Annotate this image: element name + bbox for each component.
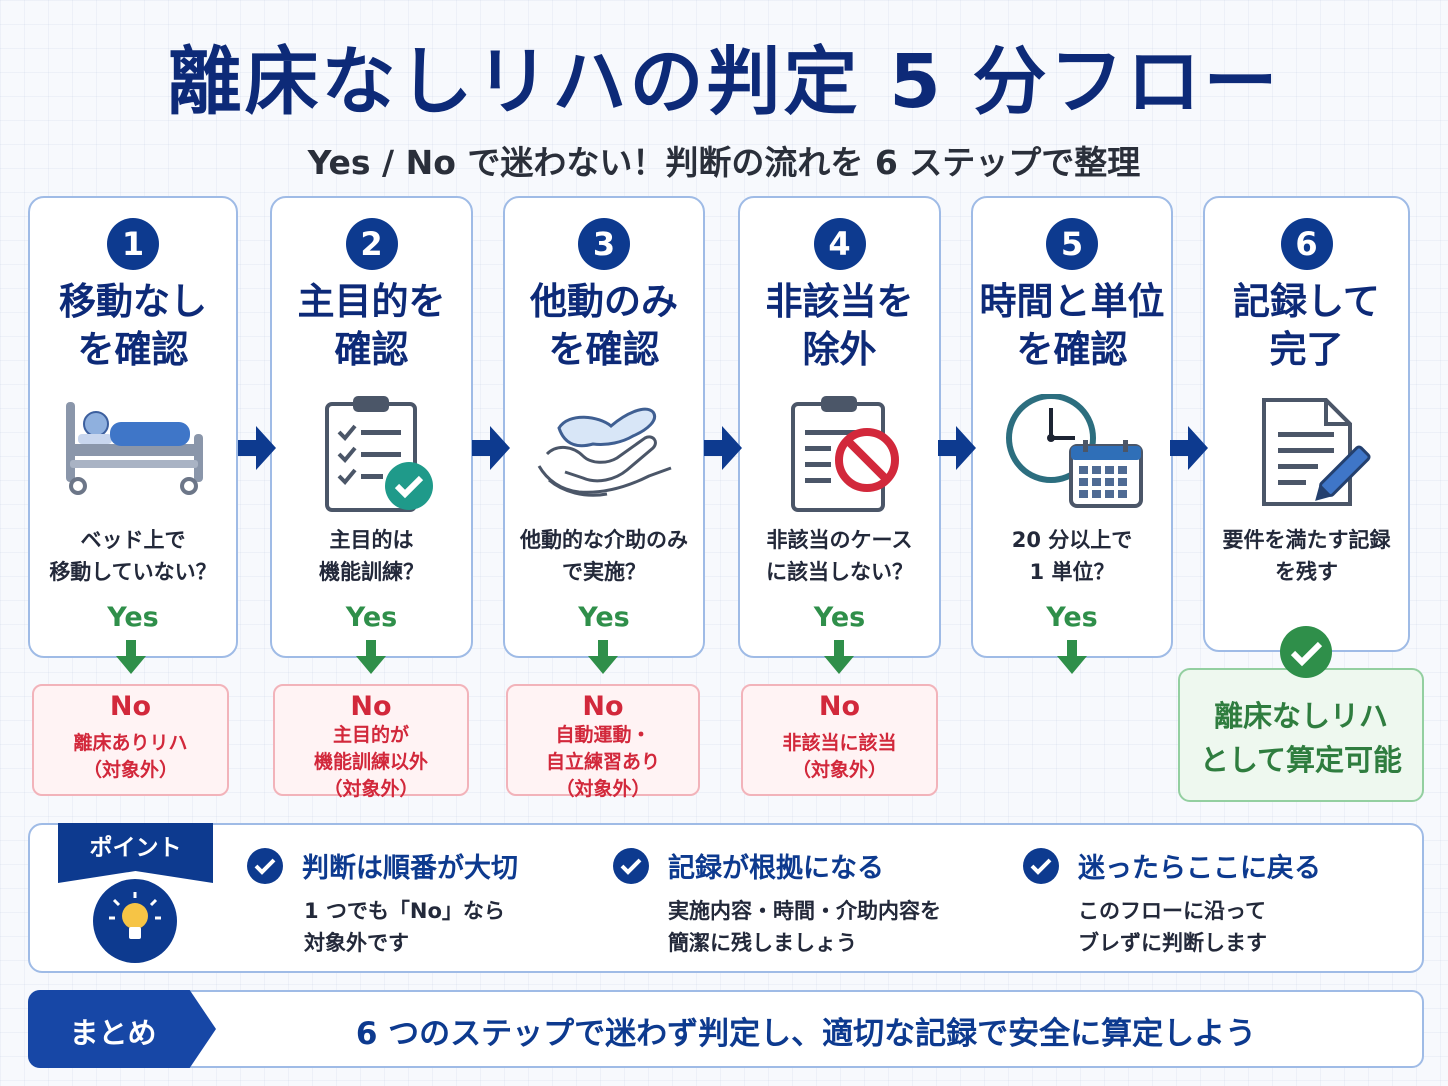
step-question: 非該当のケース に該当しない？ <box>766 528 913 584</box>
no-outcome-text: 自動運動・ 自立練習あり （対象外） <box>545 724 660 800</box>
no-label: No <box>350 691 392 722</box>
no-outcome-box: No 離床ありリハ （対象外） <box>32 684 229 796</box>
summary-tag <box>28 990 216 1068</box>
step-question: 20 分以上で 1 単位？ <box>1011 528 1133 584</box>
point-heading: 判断は順番が大切 <box>302 853 518 884</box>
check-circle-icon <box>247 848 283 884</box>
down-arrow-icon <box>356 640 386 674</box>
step-number-badge: 1 <box>107 218 159 270</box>
down-arrow-icon <box>116 640 146 674</box>
point-heading: 記録が根拠になる <box>668 853 884 884</box>
no-outcome-text: 離床ありリハ （対象外） <box>73 732 188 781</box>
step-title: 他動のみ を確認 <box>530 280 678 371</box>
point-body: 1 つでも「No」なら 対象外です <box>304 899 505 955</box>
yes-label: Yes <box>813 602 866 633</box>
step-title: 時間と単位 を確認 <box>979 280 1165 371</box>
flow-arrow-icon <box>1170 426 1208 470</box>
step-number-badge: 4 <box>813 218 866 270</box>
point-body: このフローに沿って ブレずに判断します <box>1078 899 1267 955</box>
no-outcome-box: No 自動運動・ 自立練習あり （対象外） <box>506 684 700 800</box>
point-tag-label: ポイント <box>89 835 182 861</box>
yes-label: Yes <box>345 602 398 633</box>
no-outcome-text: 主目的が 機能訓練以外 （対象外） <box>313 724 428 800</box>
check-circle-icon <box>1280 626 1332 678</box>
step-card-6: 6 記録して 完了 要件を満たす記録 を残す <box>1203 196 1410 652</box>
down-arrow-icon <box>824 640 854 674</box>
no-label: No <box>582 691 624 722</box>
yes-label: Yes <box>1046 602 1098 633</box>
step-card-3: 3 他動のみ を確認 他動的な介助のみ で実施？ Yes <box>503 196 705 658</box>
clipboard-check-icon <box>324 396 433 512</box>
summary-text: 6 つのステップで迷わず判定し、適切な記録で安全に算定しよう <box>355 1016 1257 1052</box>
down-arrow-icon <box>1057 640 1087 674</box>
step-title: 移動なし を確認 <box>59 280 207 371</box>
summary-tag-label: まとめ <box>69 1016 157 1050</box>
point-panel <box>28 823 1424 973</box>
no-label: No <box>109 691 152 722</box>
flow-arrow-icon <box>472 426 510 470</box>
step-number-badge: 2 <box>345 218 398 270</box>
no-outcome-text: 非該当に該当 （対象外） <box>782 732 897 781</box>
step-title: 記録して 完了 <box>1233 280 1380 371</box>
check-circle-icon <box>613 848 649 884</box>
step-title: 非該当を 除外 <box>765 280 914 371</box>
step-number-badge: 3 <box>578 218 630 270</box>
yes-label: Yes <box>578 602 630 633</box>
check-circle-icon <box>1023 848 1059 884</box>
step-question: 主目的は 機能訓練？ <box>319 528 424 584</box>
assist-hands-icon <box>537 407 672 497</box>
result-box: 離床なしリハ として算定可能 <box>1178 668 1424 802</box>
step-number-badge: 6 <box>1280 218 1333 270</box>
no-label: No <box>818 691 861 722</box>
clock-calendar-icon <box>1006 394 1143 508</box>
step-question: 要件を満たす記録 を残す <box>1222 528 1391 584</box>
step-card-5: 5 時間と単位 を確認 20 分以上で 1 単位？ Yes <box>971 196 1173 658</box>
summary-panel <box>28 990 1424 1068</box>
down-arrow-icon <box>588 640 618 674</box>
step-number-badge: 5 <box>1046 218 1098 270</box>
bed-icon <box>66 402 203 495</box>
flow-arrow-icon <box>704 426 742 470</box>
document-prohibited-icon <box>790 396 899 512</box>
lightbulb-icon <box>93 879 177 963</box>
no-outcome-box: No 非該当に該当 （対象外） <box>741 684 938 796</box>
step-question: ベッド上で 移動していない？ <box>49 528 217 584</box>
step-card-2: 2 主目的を 確認 主目的は 機能訓練？ Yes <box>270 196 473 658</box>
page-subtitle: Yes / No で迷わない！判断の流れを 6 ステップで整理 <box>307 143 1141 182</box>
point-body: 実施内容・時間・介助内容を 簡潔に残しましょう <box>668 899 941 955</box>
document-pen-icon <box>1261 398 1371 506</box>
point-heading: 迷ったらここに戻る <box>1078 853 1321 884</box>
step-title: 主目的を 確認 <box>297 280 446 371</box>
page-title: 離床なしリハの判定 5 分フロー <box>167 39 1281 125</box>
flow-arrow-icon <box>238 426 276 470</box>
step-card-1: 1 移動なし を確認 ベッド上で 移動していない？ Yes <box>28 196 238 658</box>
step-card-4: 4 非該当を 除外 非該当のケース に該当しない？ Yes <box>738 196 941 658</box>
flow-arrow-icon <box>938 426 976 470</box>
step-question: 他動的な介助のみ で実施？ <box>520 528 688 584</box>
no-outcome-box: No 主目的が 機能訓練以外 （対象外） <box>273 684 469 800</box>
yes-label: Yes <box>107 602 159 633</box>
